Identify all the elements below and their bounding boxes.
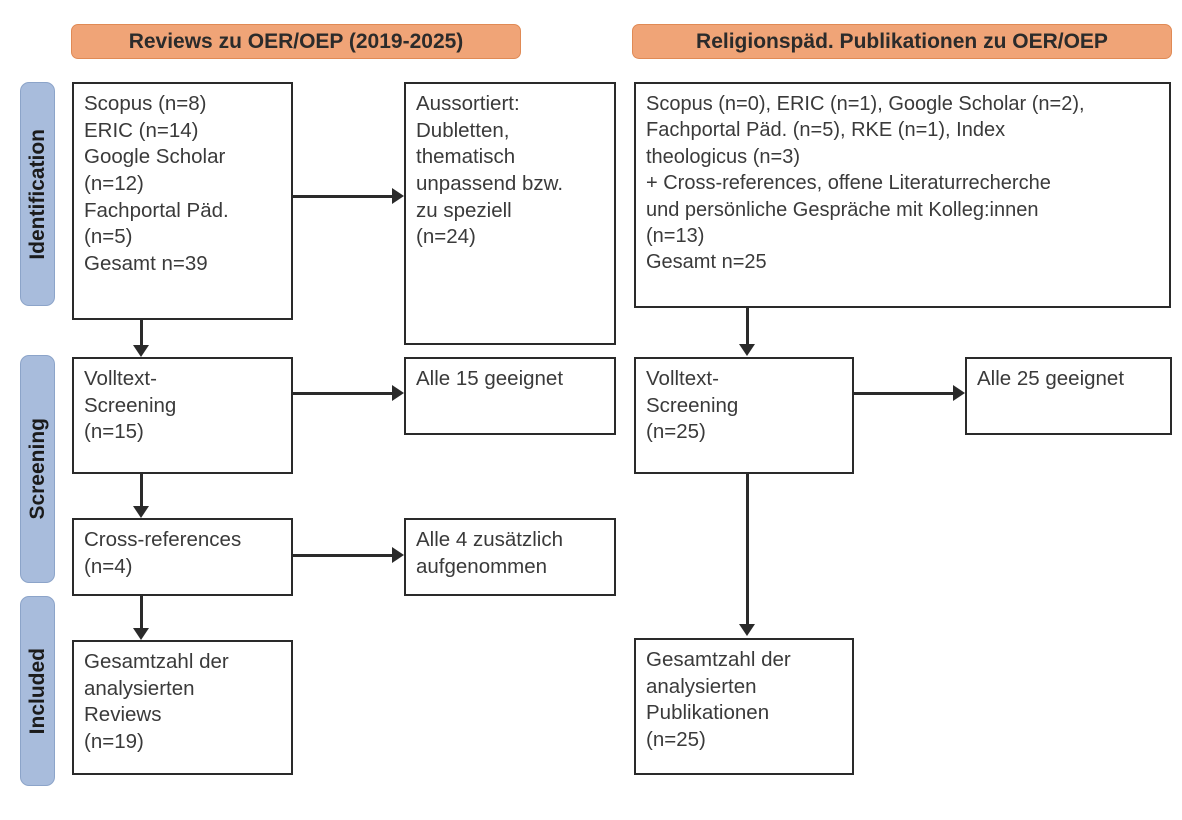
box-left-screening: Volltext- Screening (n=15): [72, 357, 293, 474]
connector-left-identification-to-excluded: [293, 195, 392, 198]
arrowhead-right-screening-to-included: [739, 624, 755, 636]
arrowhead-right-identification-to-screening: [739, 344, 755, 356]
connector-right-identification-to-screening: [746, 308, 749, 346]
phase-label-identification: Identification: [25, 128, 49, 260]
box-right-included: Gesamtzahl der analysierten Publikatione…: [634, 638, 854, 775]
connector-left-screening-to-crossrefs: [140, 474, 143, 509]
arrowhead-left-crossrefs-to-included: [133, 628, 149, 640]
box-left-excluded: Aussortiert: Dubletten, thematisch unpas…: [404, 82, 616, 345]
phase-bar-screening: Screening: [20, 355, 55, 583]
box-left-identification-sources: Scopus (n=8) ERIC (n=14) Google Scholar …: [72, 82, 293, 320]
connector-right-screening-to-included: [746, 474, 749, 626]
column-header-reviews: Reviews zu OER/OEP (2019-2025): [71, 24, 521, 59]
box-left-included: Gesamtzahl der analysierten Reviews (n=1…: [72, 640, 293, 775]
arrowhead-left-crossrefs-to-result: [392, 547, 404, 563]
box-left-crossrefs: Cross-references (n=4): [72, 518, 293, 596]
box-left-screening-result: Alle 15 geeignet: [404, 357, 616, 435]
column-header-publikationen: Religionspäd. Publikationen zu OER/OEP: [632, 24, 1172, 59]
arrowhead-left-identification-to-excluded: [392, 188, 404, 204]
box-left-crossrefs-result: Alle 4 zusätzlich aufgenommen: [404, 518, 616, 596]
connector-left-crossrefs-to-included: [140, 596, 143, 631]
arrowhead-right-screening-to-result: [953, 385, 965, 401]
box-right-screening-result: Alle 25 geeignet: [965, 357, 1172, 435]
connector-left-screening-to-result: [293, 392, 392, 395]
phase-label-included: Included: [25, 647, 49, 735]
connector-left-crossrefs-to-result: [293, 554, 392, 557]
phase-bar-identification: Identification: [20, 82, 55, 306]
phase-label-screening: Screening: [25, 418, 49, 520]
arrowhead-left-identification-to-screening: [133, 345, 149, 357]
box-right-screening: Volltext- Screening (n=25): [634, 357, 854, 474]
connector-right-screening-to-result: [854, 392, 953, 395]
arrowhead-left-screening-to-result: [392, 385, 404, 401]
box-right-identification-sources: Scopus (n=0), ERIC (n=1), Google Scholar…: [634, 82, 1171, 308]
phase-bar-included: Included: [20, 596, 55, 786]
connector-left-identification-to-screening: [140, 320, 143, 348]
arrowhead-left-screening-to-crossrefs: [133, 506, 149, 518]
